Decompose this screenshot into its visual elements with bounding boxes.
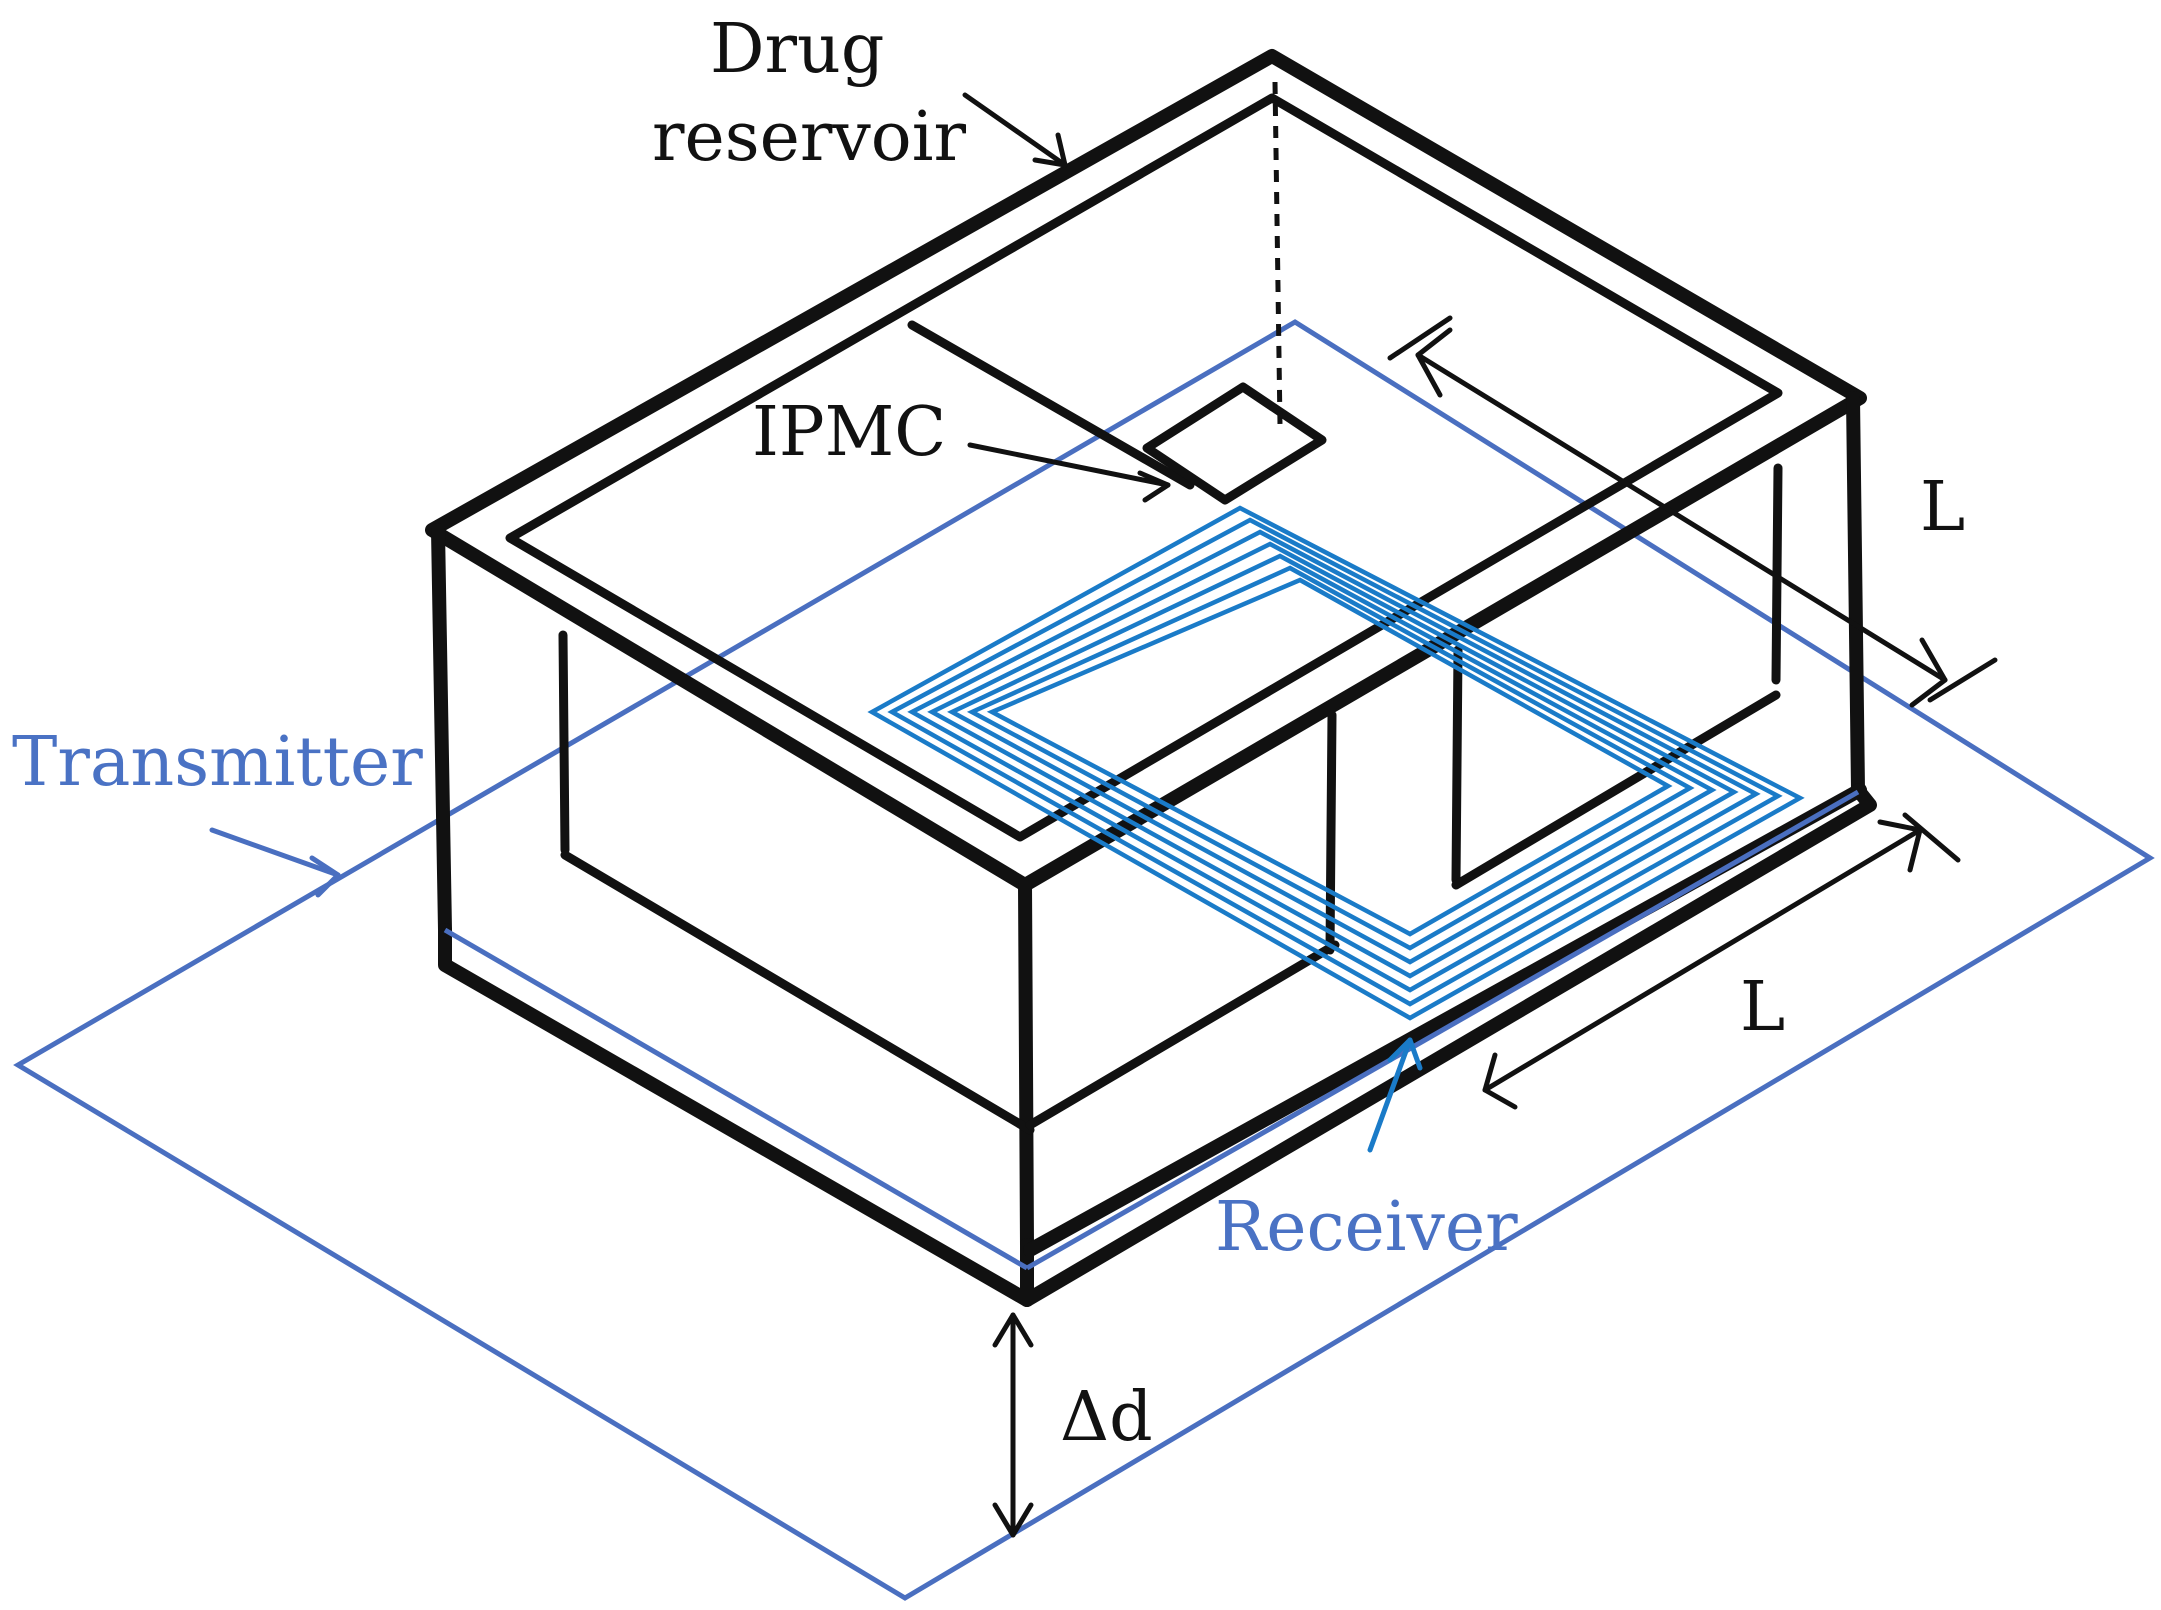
label-gap: Δd	[1060, 1378, 1153, 1457]
leader-transmitter	[209, 827, 341, 898]
channel-line	[907, 320, 1195, 490]
label-receiver: Receiver	[1215, 1188, 1518, 1267]
inner-mid-post-2	[1451, 645, 1463, 885]
leader-drug-reservoir	[962, 92, 1068, 168]
inner-mid-post	[1325, 710, 1337, 955]
inner-right-base	[1451, 690, 1781, 890]
reservoir-bottom-left	[438, 923, 1034, 1307]
leader-ipmc	[967, 442, 1171, 503]
ipmc-actuator	[1142, 382, 1327, 505]
label-length-front: L	[1740, 968, 1785, 1047]
inner-front-base	[1025, 940, 1340, 1130]
reservoir-base-right	[1023, 783, 1867, 1257]
ipmc-dotted-line	[1272, 81, 1283, 426]
leader-receiver	[1367, 1037, 1423, 1153]
label-transmitter: Transmitter	[12, 723, 423, 802]
reservoir-front-edge	[1018, 878, 1034, 1252]
inner-left-post	[558, 630, 570, 855]
receiver-front-trace	[1025, 789, 1860, 1271]
inner-left-base	[560, 850, 1035, 1135]
reservoir-inner-rim	[505, 93, 1783, 842]
reservoir-left-edge	[431, 523, 452, 937]
dimension-arrow-top	[1387, 315, 1998, 708]
gap-arrow	[992, 1312, 1034, 1538]
label-ipmc: IPMC	[752, 393, 946, 472]
reservoir-bottom-front	[1020, 783, 1877, 1307]
label-drug: Drug	[710, 10, 884, 89]
receiver-left-trace	[443, 927, 1029, 1271]
reservoir-right-edge	[1846, 391, 1865, 797]
label-reservoir: reservoir	[652, 98, 966, 177]
dimension-arrow-front	[1482, 812, 1961, 1110]
label-length-top: L	[1920, 468, 1965, 547]
receiver-coil	[867, 505, 1805, 1021]
